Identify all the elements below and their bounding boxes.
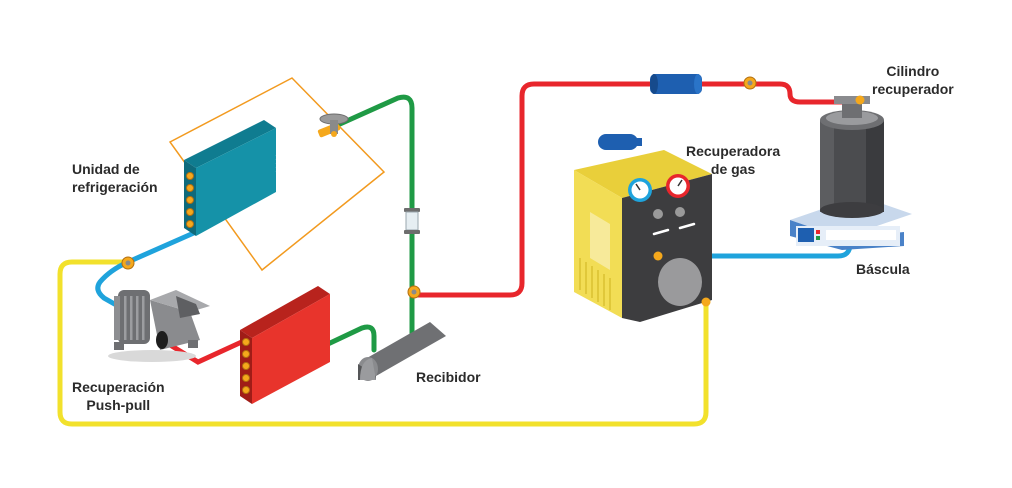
green-hose-valve-to-receiver: [337, 94, 415, 337]
label-gas-recovery: Recuperadora de gas: [686, 142, 780, 178]
red-hose-receiver-to-cylinder: [411, 81, 863, 298]
recovery-cylinder: [820, 95, 884, 218]
push-pull-compressor: [108, 290, 210, 362]
label-cylinder-line2: recuperador: [872, 81, 954, 97]
label-receiver: Recibidor: [416, 369, 481, 385]
label-push-pull-line1: Recuperación: [72, 379, 165, 395]
red-hose-compressor-to-condenser: [159, 337, 249, 365]
label-refrigeration-unit: Unidad de refrigeración: [72, 160, 158, 196]
gas-recovery-machine: [574, 134, 712, 322]
evaporator-coil: [184, 120, 321, 236]
label-push-pull-line2: Push-pull: [86, 397, 151, 413]
expansion-valve-icon: [317, 113, 349, 138]
service-valve-icon: [121, 256, 135, 270]
green-hose-condenser-to-receiver: [325, 324, 377, 353]
filter-drier-icon: [650, 74, 702, 94]
blue-hose-evaporator-to-compressor: [95, 229, 199, 309]
label-push-pull-recovery: Recuperación Push-pull: [72, 378, 165, 414]
sight-glass-icon: [404, 208, 420, 234]
label-cylinder-line1: Cilindro: [886, 63, 940, 79]
label-gas-recovery-line2: de gas: [710, 161, 756, 177]
label-scale: Báscula: [856, 261, 910, 277]
label-refrigeration-unit-line1: Unidad de: [72, 161, 140, 177]
line-valve-icon: [743, 76, 757, 90]
condenser-coil: [240, 286, 330, 404]
label-gas-recovery-line1: Recuperadora: [686, 143, 781, 159]
label-recovery-cylinder: Cilindro recuperador: [872, 62, 954, 98]
yellow-hose: [57, 259, 709, 427]
service-valve-icon: [407, 285, 421, 299]
receiver-tank: [358, 322, 446, 381]
label-refrigeration-unit-line2: refrigeración: [72, 179, 158, 195]
refrigeration-unit-outline: [168, 77, 386, 272]
